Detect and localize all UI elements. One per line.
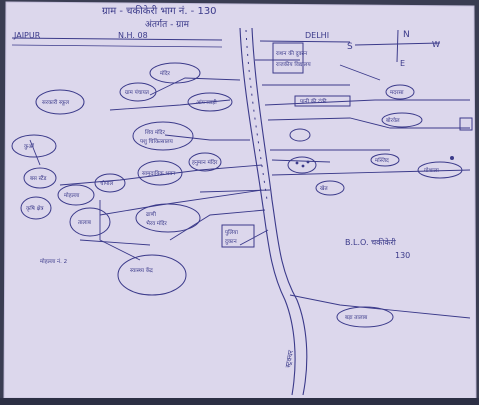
compass-east: E — [400, 59, 405, 68]
place-label: आंगनवाड़ी — [196, 99, 217, 106]
place-label: सरकारी स्कूल — [42, 99, 69, 106]
blo-number: 130 — [395, 251, 410, 260]
highway-mid-label: N.H. 08 — [118, 31, 148, 40]
place-label: मदरसा — [390, 90, 404, 96]
place-label: मंदिर — [160, 70, 171, 77]
place-label: राजकीय विद्यालय — [276, 61, 311, 68]
compass-south: S — [347, 42, 353, 52]
place-label: पुलिया — [225, 229, 238, 236]
place-label: बोरवेल — [386, 117, 400, 124]
highway-left-label: JAIPUR — [13, 31, 41, 40]
place-label: मस्जिद — [375, 157, 389, 164]
place-label: कुआँ — [24, 143, 35, 150]
blo-label: B.L.O. चकीकेरी — [345, 237, 397, 247]
place-label: राशन की दुकान — [276, 50, 308, 57]
place-label: पशु चिकित्सालय — [140, 138, 174, 145]
place-label: स्वास्थ्य केंद्र — [130, 267, 153, 274]
place-markers — [11, 42, 473, 328]
compass-north: N — [403, 30, 410, 40]
place-label: मोहल्ला — [64, 192, 80, 199]
place-label: बस स्टैंड — [30, 175, 47, 182]
dot-cluster — [295, 156, 454, 168]
header: ग्राम - चकीकेरी भाग नं. - 130 अंतर्गत - … — [102, 5, 217, 30]
place-label: तालाब — [78, 220, 92, 226]
place-label: चौपाल — [100, 180, 113, 187]
compass: N S E W — [347, 29, 441, 68]
place-label: भैरव मंदिर — [146, 220, 168, 227]
header-line2: अंतर्गत - ग्राम — [145, 18, 190, 30]
place-label: सामुदायिक भवन — [142, 170, 176, 177]
road-label: स्ट्रक्चर — [284, 350, 295, 369]
place-label: कृषि क्षेत्र — [26, 205, 45, 212]
place-label: ग्राम पंचायत — [125, 89, 150, 96]
highway-right-label: DELHI — [305, 31, 329, 40]
highway — [11, 37, 351, 48]
header-line1: ग्राम - चकीकेरी भाग नं. - 130 — [102, 5, 217, 17]
place-label: हनुमान मंदिर — [192, 159, 218, 166]
place-label: दुकान — [225, 239, 238, 245]
paper — [3, 1, 477, 402]
place-label: पानी की टंकी — [300, 98, 327, 105]
place-labels: मंदिर ग्राम पंचायत सरकारी स्कूल आंगनवाड़… — [24, 50, 439, 321]
branch-roads — [29, 59, 471, 319]
place-label: गोशाला — [424, 167, 439, 174]
place-label: मोहल्ला नं. 2 — [40, 258, 67, 265]
bottom-shadow — [0, 398, 479, 405]
blo-note: B.L.O. चकीकेरी 130 — [345, 237, 410, 260]
place-label: ढाणी — [146, 211, 156, 218]
compass-west: W — [432, 40, 440, 49]
place-label: बड़ा तालाब — [345, 315, 368, 321]
place-label: शिव मंदिर — [145, 129, 166, 136]
place-label: खेत — [320, 185, 328, 192]
main-road — [239, 27, 308, 396]
